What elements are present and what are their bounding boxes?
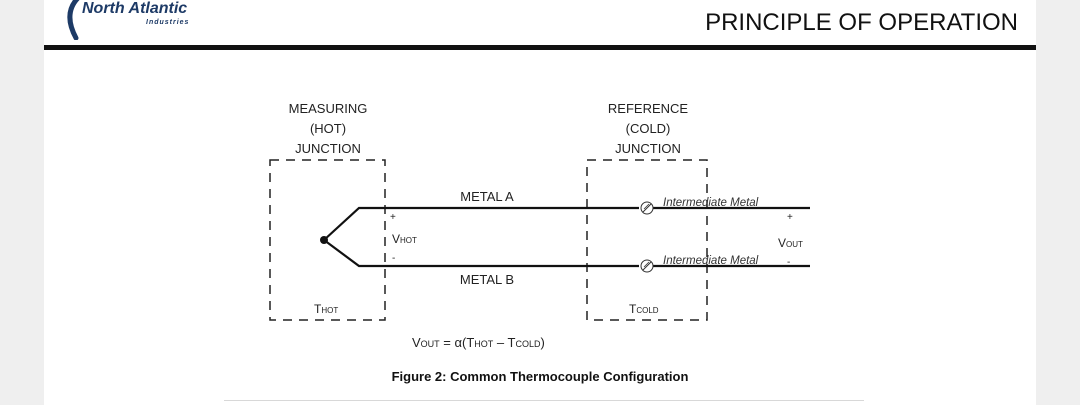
reference-junction-box — [586, 159, 708, 321]
page-bottom-divider — [224, 400, 864, 401]
vout-minus-sign: - — [787, 257, 790, 268]
terminal-top-icon — [640, 201, 654, 215]
tcold-label: TCOLD — [629, 302, 659, 316]
vout-equation: VOUT = α(THOT – TCOLD) — [412, 335, 545, 350]
hot-junction-label-line2: (HOT) — [310, 121, 346, 136]
metal-a-wire — [323, 206, 639, 241]
logo-subtitle: Industries — [146, 19, 190, 26]
company-logo: North Atlantic Industries — [58, 0, 228, 40]
thermocouple-diagram: MEASURING (HOT) JUNCTION REFERENCE (COLD… — [269, 101, 810, 350]
page-title: PRINCIPLE OF OPERATION — [705, 9, 1018, 36]
metal-b-wire — [323, 239, 639, 268]
intermediate-metal-bottom-label: Intermediate Metal — [663, 255, 759, 267]
ref-junction-label-line2: (COLD) — [626, 121, 671, 136]
hot-junction-box — [269, 159, 386, 321]
hot-junction-dot — [320, 236, 328, 244]
terminal-bottom-icon — [640, 259, 654, 273]
vhot-minus-sign: - — [392, 253, 395, 264]
figure-caption: Figure 2: Common Thermocouple Configurat… — [391, 369, 689, 384]
logo-name: North Atlantic — [82, 0, 188, 17]
vhot-plus-sign: + — [390, 212, 396, 223]
document-page: North Atlantic Industries PRINCIPLE OF O… — [44, 0, 1036, 405]
vout-plus-sign: + — [787, 212, 793, 223]
logo-swoosh-icon — [67, 0, 80, 40]
hot-junction-label-line1: MEASURING — [289, 101, 368, 116]
metal-b-label: METAL B — [460, 272, 514, 287]
ref-junction-label-line3: JUNCTION — [615, 141, 681, 156]
intermediate-metal-top-label: Intermediate Metal — [663, 197, 759, 209]
hot-junction-label-line3: JUNCTION — [295, 141, 361, 156]
vhot-label: VHOT — [392, 232, 417, 246]
ref-junction-label-line1: REFERENCE — [608, 101, 689, 116]
thot-label: THOT — [314, 302, 338, 316]
header-divider — [44, 45, 1036, 50]
metal-a-label: METAL A — [460, 189, 514, 204]
vout-label: VOUT — [778, 236, 803, 250]
